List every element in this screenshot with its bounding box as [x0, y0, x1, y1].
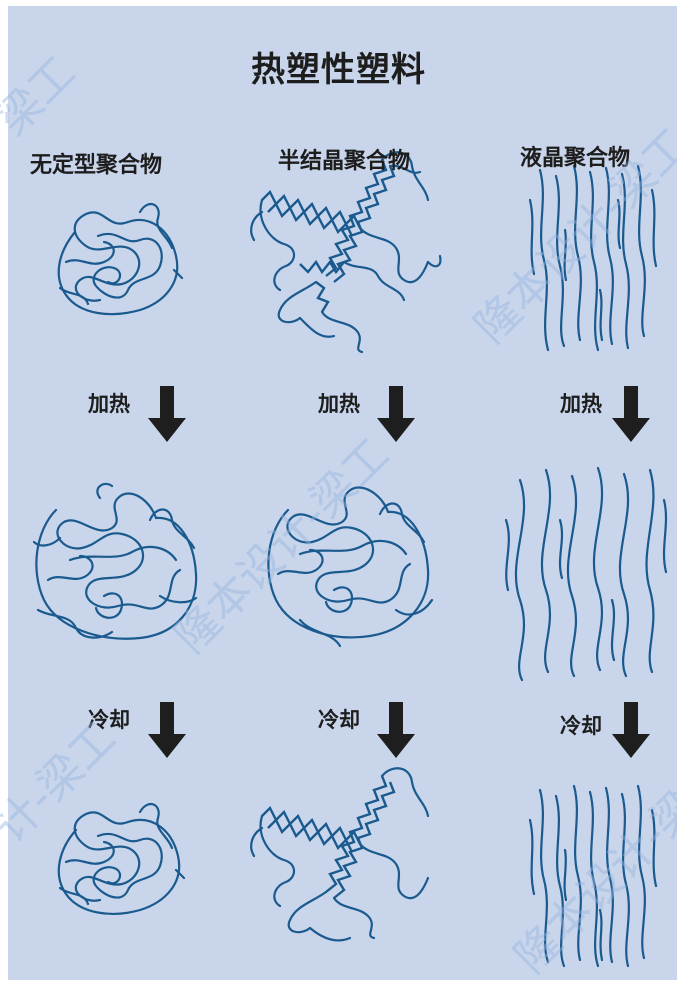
amorphous-initial-coil — [59, 204, 182, 314]
lcp-cooled-strands — [530, 786, 656, 966]
lcp-heated-strands — [506, 468, 666, 680]
semicrystalline-cooled-chains — [251, 768, 428, 940]
column-label-liquid-crystal: 液晶聚合物 — [520, 140, 630, 172]
lcp-initial-strands — [530, 166, 656, 350]
page-title: 热塑性塑料 — [0, 42, 677, 91]
arrow-down-icon — [377, 386, 415, 442]
cool-label-liquid-crystal: 冷却 — [560, 710, 602, 740]
amorphous-heated-coil — [34, 484, 196, 639]
arrow-down-icon — [377, 702, 415, 758]
semicrystalline-heated-coil — [268, 488, 432, 646]
semicrystalline-initial-chains — [251, 152, 440, 352]
heat-label-semicrystalline: 加热 — [318, 388, 360, 418]
cool-label-amorphous: 冷却 — [88, 704, 130, 734]
heat-label-liquid-crystal: 加热 — [560, 388, 602, 418]
amorphous-cooled-coil — [59, 804, 184, 914]
column-label-amorphous: 无定型聚合物 — [30, 147, 162, 179]
heat-label-amorphous: 加热 — [88, 388, 130, 418]
cool-label-semicrystalline: 冷却 — [318, 704, 360, 734]
arrow-down-icon — [148, 702, 186, 758]
arrow-down-icon — [612, 702, 650, 758]
column-label-semicrystalline: 半结晶聚合物 — [278, 143, 410, 175]
arrow-down-icon — [612, 386, 650, 442]
arrow-down-icon — [148, 386, 186, 442]
